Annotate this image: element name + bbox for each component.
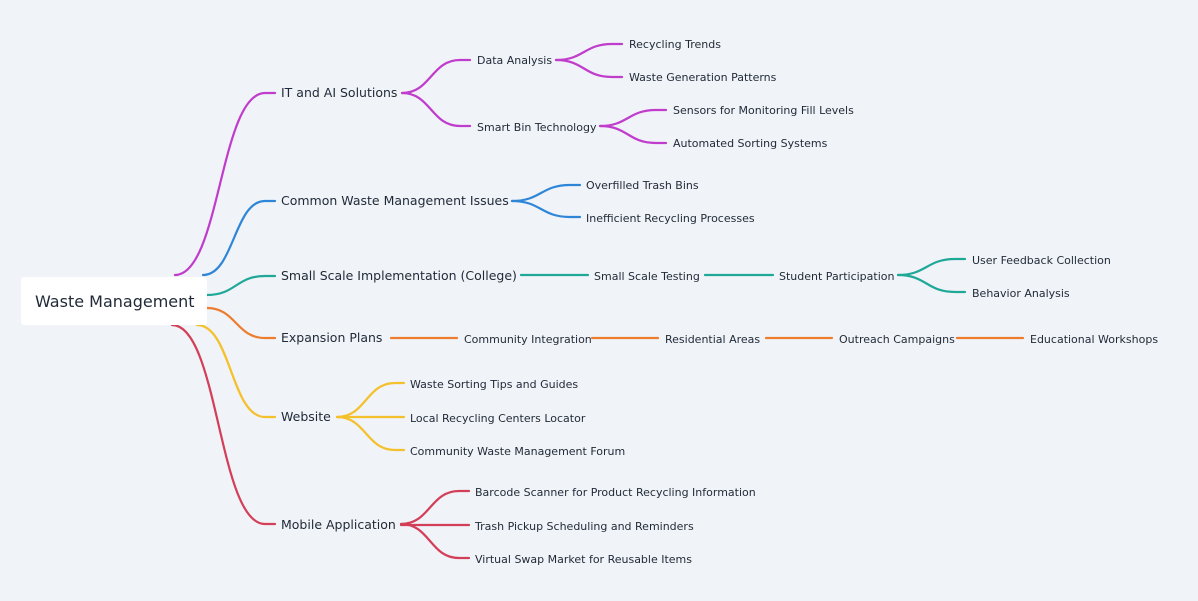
link-auto-sorting [598, 124, 668, 145]
node-trash-pickup-scheduling[interactable]: Trash Pickup Scheduling and Reminders [474, 520, 694, 533]
node-small-scale-testing[interactable]: Small Scale Testing [594, 270, 700, 283]
node-barcode-scanner[interactable]: Barcode Scanner for Product Recycling In… [475, 486, 756, 499]
branch-small-scale-implementation[interactable]: Small Scale Implementation (College) [281, 268, 517, 283]
node-user-feedback-collection[interactable]: User Feedback Collection [972, 254, 1111, 267]
link-behavior-analysis [896, 273, 967, 294]
node-smart-bin-technology[interactable]: Smart Bin Technology [477, 121, 597, 134]
mind-map-nodes: Waste Management IT and AI Solutions Com… [21, 38, 1158, 566]
node-waste-sorting-tips[interactable]: Waste Sorting Tips and Guides [410, 378, 578, 391]
link-it-smart-bin [400, 91, 472, 128]
link-sorting-tips [335, 381, 406, 419]
node-data-analysis[interactable]: Data Analysis [477, 54, 552, 67]
link-user-feedback [896, 257, 967, 277]
link-it-data-analysis [400, 58, 472, 95]
link-community-forum [335, 415, 406, 452]
link-inefficient-recycling [510, 199, 582, 219]
connector-lines [170, 42, 1025, 560]
link-swap-market [399, 522, 471, 560]
node-recycling-centers-locator[interactable]: Local Recycling Centers Locator [410, 412, 586, 425]
node-educational-workshops[interactable]: Educational Workshops [1030, 333, 1158, 346]
node-residential-areas[interactable]: Residential Areas [665, 333, 760, 346]
link-root-small-scale [205, 274, 277, 297]
link-barcode-scanner [399, 489, 471, 526]
branch-common-issues[interactable]: Common Waste Management Issues [281, 193, 509, 208]
node-outreach-campaigns[interactable]: Outreach Campaigns [839, 333, 955, 346]
link-recycling-trends [554, 42, 624, 62]
root-node-label: Waste Management [35, 292, 195, 311]
node-fill-level-sensors[interactable]: Sensors for Monitoring Fill Levels [673, 104, 854, 117]
node-virtual-swap-market[interactable]: Virtual Swap Market for Reusable Items [475, 553, 692, 566]
link-waste-generation [554, 58, 624, 79]
link-overfilled-bins [510, 183, 582, 203]
link-root-mobile [170, 323, 277, 526]
branch-expansion-plans[interactable]: Expansion Plans [281, 330, 382, 345]
node-community-forum[interactable]: Community Waste Management Forum [410, 445, 625, 458]
node-community-integration[interactable]: Community Integration [464, 333, 592, 346]
link-fill-sensors [598, 108, 668, 128]
branch-mobile-application[interactable]: Mobile Application [281, 517, 396, 532]
branch-website[interactable]: Website [281, 409, 331, 424]
node-student-participation[interactable]: Student Participation [779, 270, 894, 283]
node-behavior-analysis[interactable]: Behavior Analysis [972, 287, 1070, 300]
node-waste-generation-patterns[interactable]: Waste Generation Patterns [629, 71, 777, 84]
link-root-common-issues [201, 199, 277, 277]
branch-it-ai-solutions[interactable]: IT and AI Solutions [281, 85, 397, 100]
link-root-it-ai [173, 91, 277, 277]
link-root-website [195, 323, 277, 419]
node-automated-sorting[interactable]: Automated Sorting Systems [673, 137, 828, 150]
node-recycling-trends[interactable]: Recycling Trends [629, 38, 721, 51]
node-inefficient-recycling[interactable]: Inefficient Recycling Processes [586, 212, 755, 225]
root-node-box[interactable] [21, 277, 207, 325]
link-root-expansion [205, 306, 277, 340]
node-overfilled-trash-bins[interactable]: Overfilled Trash Bins [586, 179, 699, 192]
